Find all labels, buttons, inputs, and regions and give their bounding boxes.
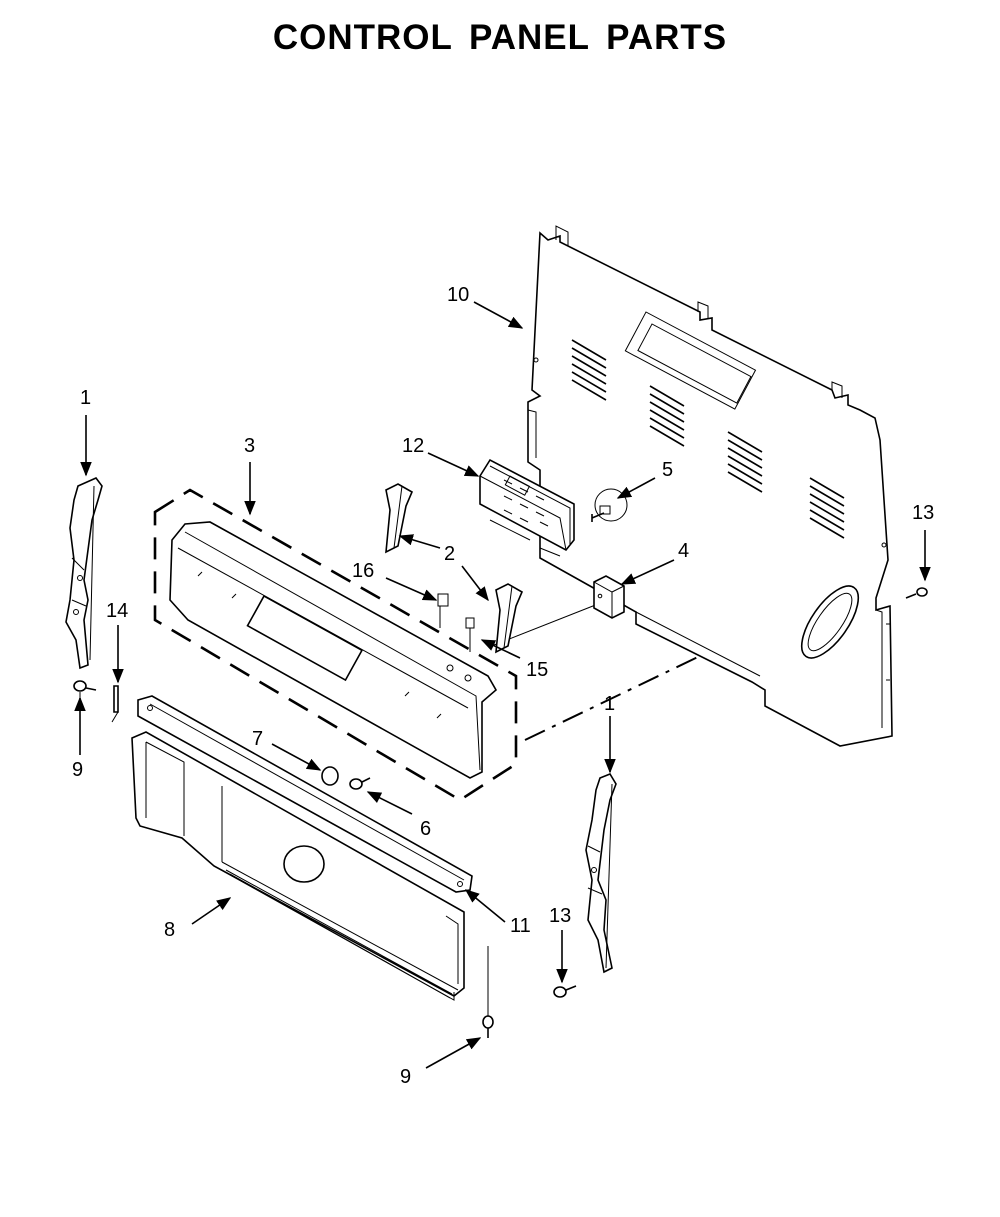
part-12-electronic-control [479, 458, 575, 552]
callout-6: 6 [420, 818, 431, 840]
callout-1-right: 1 [604, 693, 615, 715]
callout-9-bottom: 9 [400, 1066, 411, 1088]
callout-8: 8 [164, 919, 175, 941]
display-window [246, 594, 364, 682]
callout-14: 14 [106, 600, 128, 622]
vent-slots [571, 339, 845, 539]
callout-13-bottom: 13 [549, 905, 571, 927]
callout-13-right: 13 [912, 502, 934, 524]
part-10-rear-panel [527, 225, 893, 747]
callout-12: 12 [402, 435, 424, 457]
callout-1-left: 1 [80, 387, 91, 409]
callout-4: 4 [678, 540, 689, 562]
clip-14 [113, 685, 119, 713]
part-4-terminal-block [593, 575, 625, 619]
knob-7 [321, 766, 339, 786]
callout-9-left: 9 [72, 759, 83, 781]
part-1-left-endcap [65, 477, 103, 670]
hardware [73, 505, 928, 1038]
part-8-manifold-panel [131, 731, 465, 1001]
callout-7: 7 [252, 728, 263, 750]
part-1-right-endcap [585, 773, 617, 974]
callout-2: 2 [444, 543, 455, 565]
leader-arrows [74, 301, 931, 1069]
part-3-control-panel [153, 488, 518, 802]
alignment-lines [489, 519, 701, 741]
callout-10: 10 [447, 284, 469, 306]
screw-13-bottom [553, 985, 577, 998]
screw-6 [349, 777, 371, 790]
callout-labels: 1 3 10 12 5 4 13 2 16 15 14 9 7 6 1 8 11… [72, 284, 934, 1088]
screw-15 [465, 617, 475, 652]
screw-13-right [905, 587, 928, 599]
page-title: CONTROL PANEL PARTS [272, 18, 728, 57]
callout-15: 15 [526, 659, 548, 681]
screw-5 [591, 505, 611, 522]
callout-11: 11 [510, 915, 531, 937]
spacer-16 [437, 593, 449, 628]
screw-9-left [73, 680, 97, 692]
part-2-brackets [385, 483, 524, 654]
wire-grommet [594, 488, 628, 522]
callout-3: 3 [244, 435, 255, 457]
callout-16: 16 [352, 560, 374, 582]
callout-5: 5 [662, 459, 673, 481]
screw-9-bottom [482, 1015, 494, 1038]
